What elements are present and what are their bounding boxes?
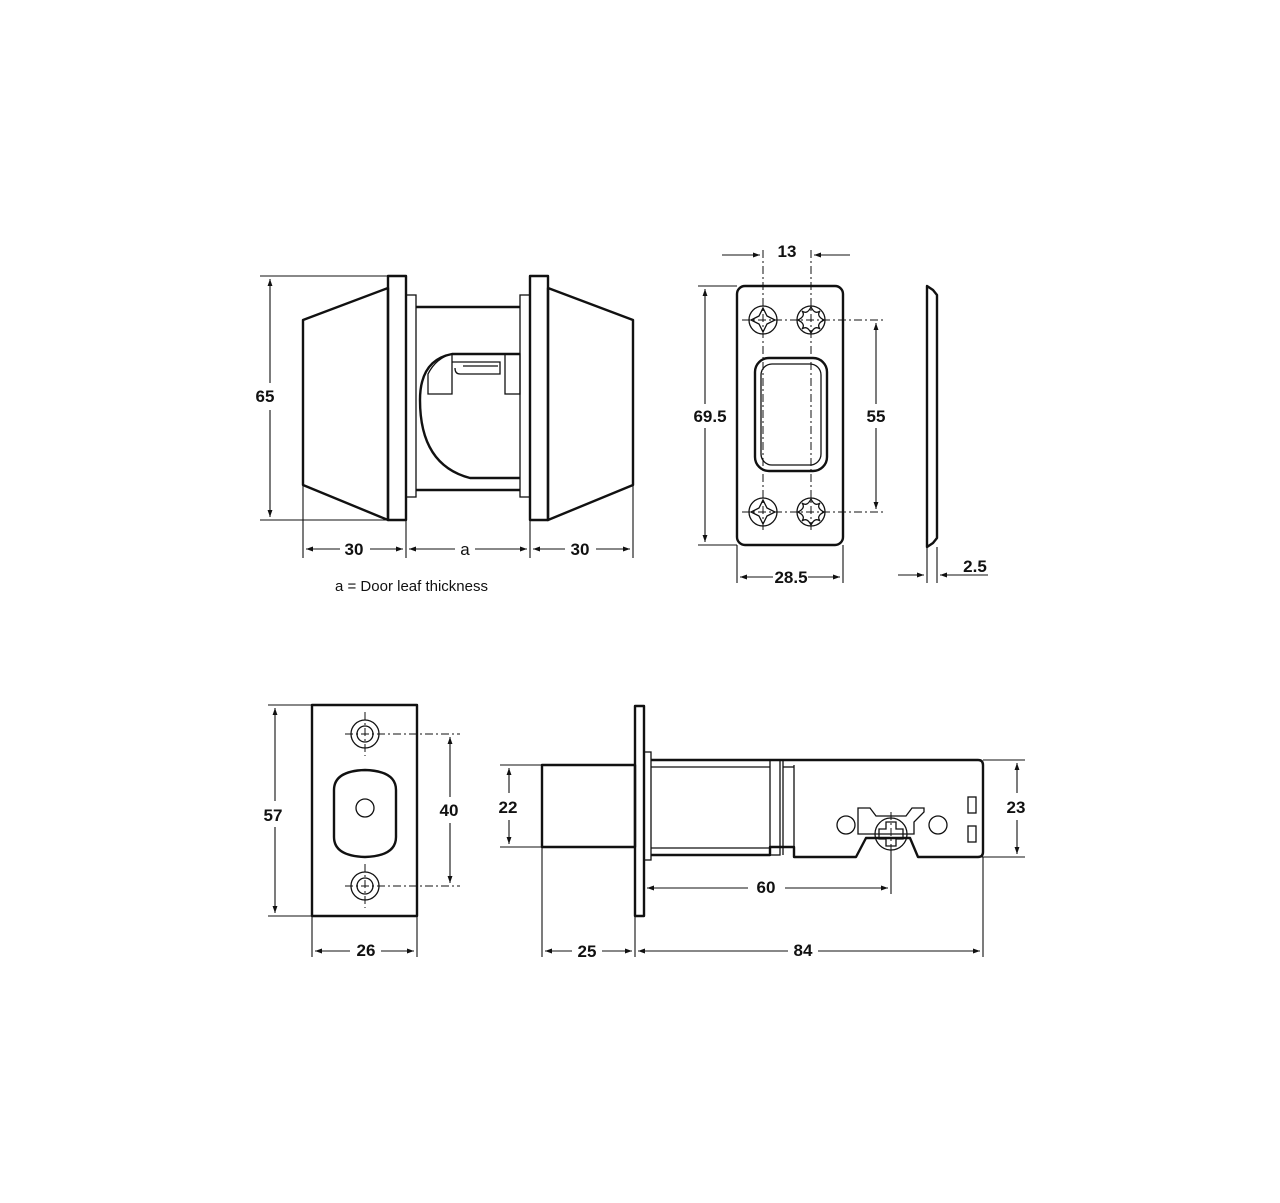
dimension-label: 40 xyxy=(440,801,459,820)
strike-plate-side-view: 2.5 xyxy=(898,284,988,583)
dimension-label: a xyxy=(460,540,470,559)
spindle-hub xyxy=(870,812,912,856)
dim-spindle-60: 60 xyxy=(647,850,892,897)
dimension-label: 69.5 xyxy=(693,407,726,426)
strike-plate-front-view: 13 69.5 55 28.5 xyxy=(693,242,885,587)
dimension-label: 28.5 xyxy=(774,568,807,587)
deadbolt-side-view: 65 30 a 30 a = Door leaf thickness xyxy=(256,274,635,595)
mounting-hole xyxy=(928,815,948,835)
dim-height-57: 57 xyxy=(264,704,312,917)
inner-cylinder-right xyxy=(519,274,635,522)
latch-bolt xyxy=(540,763,637,849)
bolt-body xyxy=(416,305,521,492)
dim-bolt-height-22: 22 xyxy=(499,764,542,848)
dim-hole-spacing-55: 55 xyxy=(867,323,886,509)
dim-hole-spacing-40: 40 xyxy=(440,737,459,883)
dimension-label: 30 xyxy=(345,540,364,559)
latch-side-view: 22 23 60 25 84 xyxy=(499,704,1026,961)
dimension-label: 2.5 xyxy=(963,557,987,576)
dimension-label: 30 xyxy=(571,540,590,559)
dim-case-height-23: 23 xyxy=(918,759,1026,858)
dimension-label: 55 xyxy=(867,407,886,426)
dim-hole-spacing-13: 13 xyxy=(722,242,850,261)
mounting-hole xyxy=(836,815,856,835)
dimension-label: 22 xyxy=(499,798,518,817)
dimension-label: 23 xyxy=(1007,798,1026,817)
dimension-label: 13 xyxy=(778,242,797,261)
dimension-label: 65 xyxy=(256,387,275,406)
dimension-label: 26 xyxy=(357,941,376,960)
dim-width-28-5: 28.5 xyxy=(736,545,844,587)
latch-faceplate-edge xyxy=(633,704,646,918)
latch-faceplate-front-view: 57 40 26 xyxy=(264,703,460,960)
dimension-label: 84 xyxy=(794,941,813,960)
dim-height-69-5: 69.5 xyxy=(693,285,737,546)
dim-height-65: 65 xyxy=(256,275,388,521)
door-thickness-note: a = Door leaf thickness xyxy=(335,578,488,595)
dimension-label: 60 xyxy=(757,878,776,897)
dim-depth-row: 30 a 30 xyxy=(302,485,634,559)
dimension-label: 57 xyxy=(264,806,283,825)
dim-width-26: 26 xyxy=(311,916,418,960)
dimension-label: 25 xyxy=(578,942,597,961)
dim-bottom-row: 25 84 xyxy=(541,847,984,961)
outer-cylinder-left xyxy=(301,274,417,522)
